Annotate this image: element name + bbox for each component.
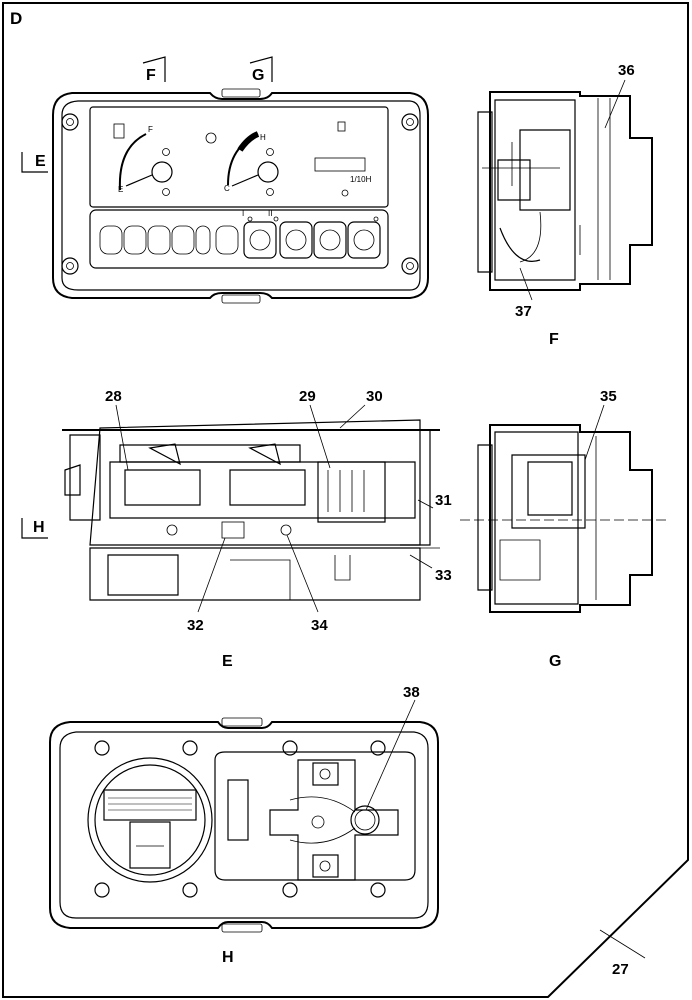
callout-29: 29 — [299, 388, 316, 405]
caption-e: E — [222, 653, 233, 670]
temp-cold-mark: C — [224, 184, 230, 193]
switch-group-2: II — [268, 209, 272, 218]
svg-text:F: F — [146, 67, 156, 84]
fuel-empty-mark: E — [118, 185, 123, 194]
view-marker-e: E — [21, 152, 48, 173]
caption-f: F — [549, 331, 559, 348]
switch-group-1: I — [242, 209, 244, 218]
callout-30: 30 — [366, 388, 383, 405]
callout-38: 38 — [403, 684, 420, 701]
caption-g: G — [549, 653, 561, 670]
callout-32: 32 — [187, 617, 204, 634]
rear-view-h — [49, 717, 439, 933]
temp-hot-mark: H — [260, 133, 266, 142]
callout-27: 27 — [612, 961, 629, 978]
section-view-e — [62, 419, 440, 601]
callout-31: 31 — [435, 492, 452, 509]
svg-text:H: H — [33, 519, 45, 536]
callout-28: 28 — [105, 388, 122, 405]
hour-meter-unit: 1/10H — [350, 175, 372, 184]
side-view-f — [477, 91, 653, 291]
sheet-label: D — [10, 9, 22, 28]
svg-text:E: E — [35, 153, 46, 170]
callout-33: 33 — [435, 567, 452, 584]
view-marker-g: G — [249, 56, 273, 84]
svg-text:G: G — [252, 67, 264, 84]
callout-37: 37 — [515, 303, 532, 320]
callout-leaders — [115, 79, 646, 959]
side-view-g — [460, 424, 668, 613]
callout-36: 36 — [618, 62, 635, 79]
callout-35: 35 — [600, 388, 617, 405]
view-marker-f: F — [142, 56, 166, 84]
front-view: F E H C 1/10H I II — [52, 88, 429, 304]
callout-34: 34 — [311, 617, 328, 634]
view-marker-h: H — [21, 518, 48, 539]
fuel-full-mark: F — [148, 125, 153, 134]
caption-h: H — [222, 949, 234, 966]
